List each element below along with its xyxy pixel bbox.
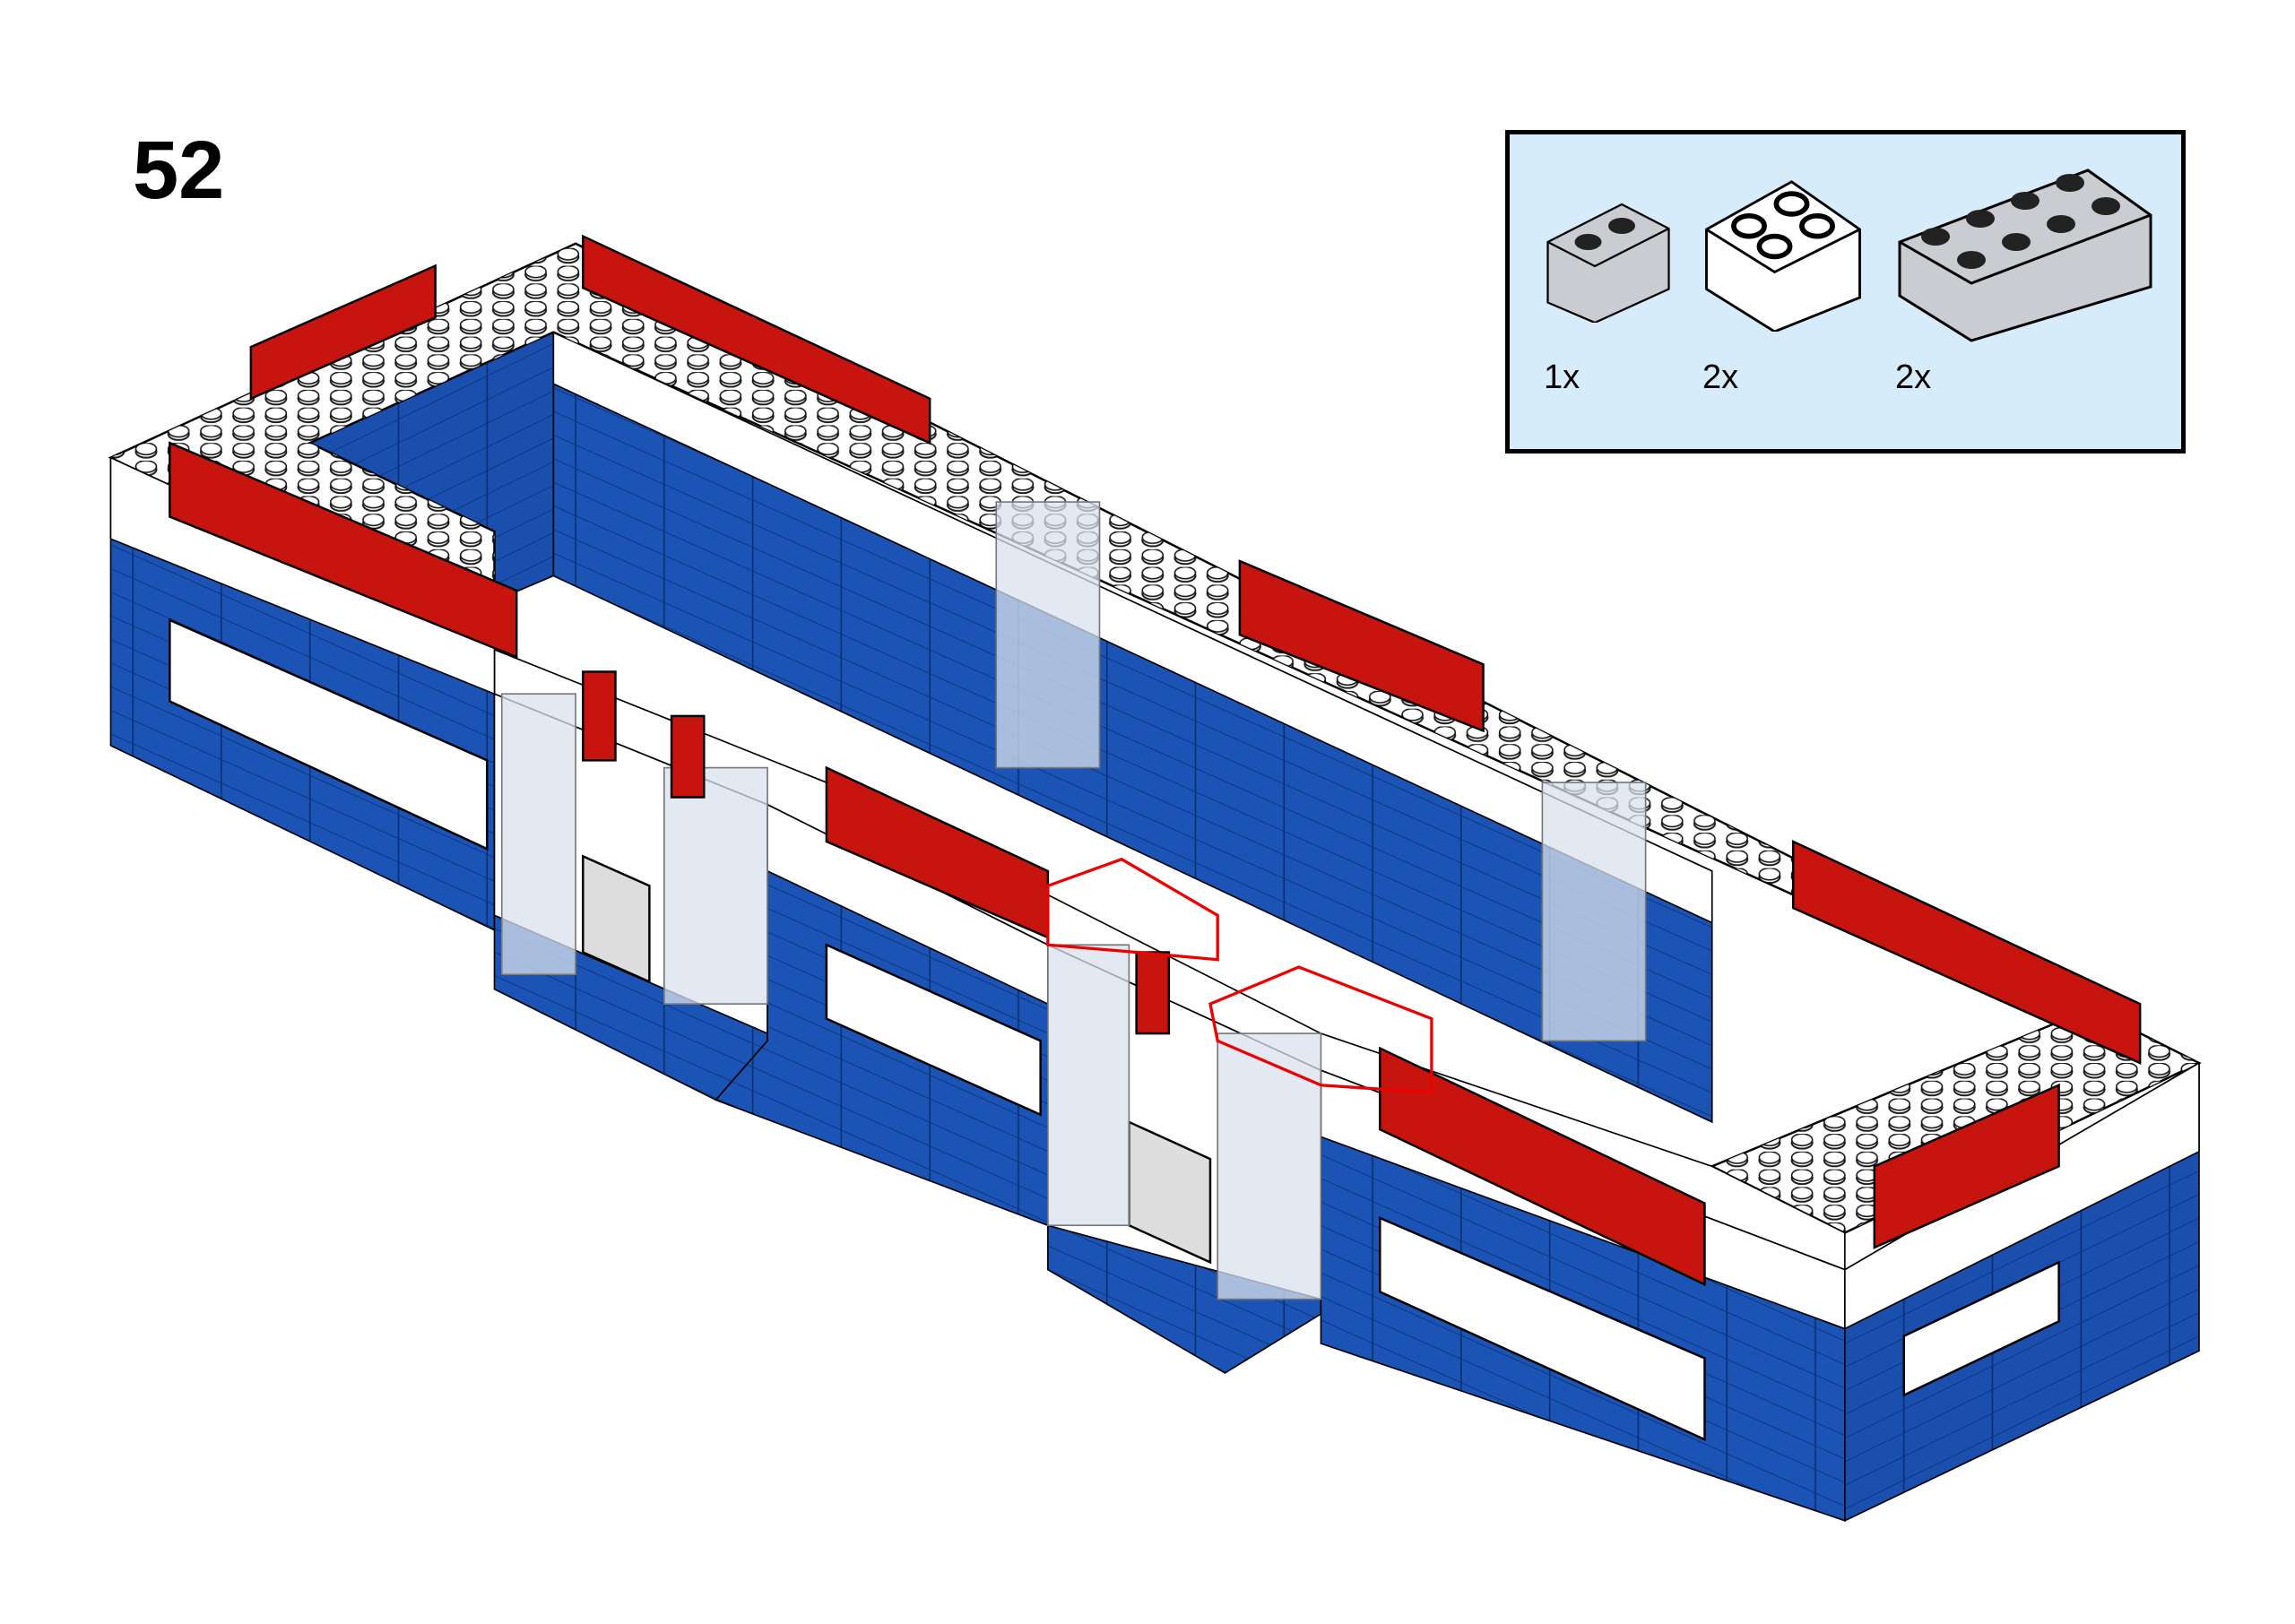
- clear-columns: [500, 501, 1647, 1300]
- part-quantity: 2x: [1702, 358, 1739, 396]
- parts-list-box: 1x 2x 2x: [1505, 130, 2186, 454]
- part-trans-clear-brick-2x4: [1898, 168, 2152, 342]
- part-quantity: 2x: [1895, 358, 1932, 396]
- part-quantity: 1x: [1544, 358, 1581, 396]
- part-trans-clear-brick-1x2: [1546, 203, 1670, 323]
- part-white-brick-2x2: [1705, 180, 1861, 332]
- step-number: 52: [133, 125, 225, 216]
- windows: [169, 618, 2060, 1442]
- red-window-frames: [169, 234, 2142, 1287]
- highlighted-new-bricks: [1046, 857, 1433, 1094]
